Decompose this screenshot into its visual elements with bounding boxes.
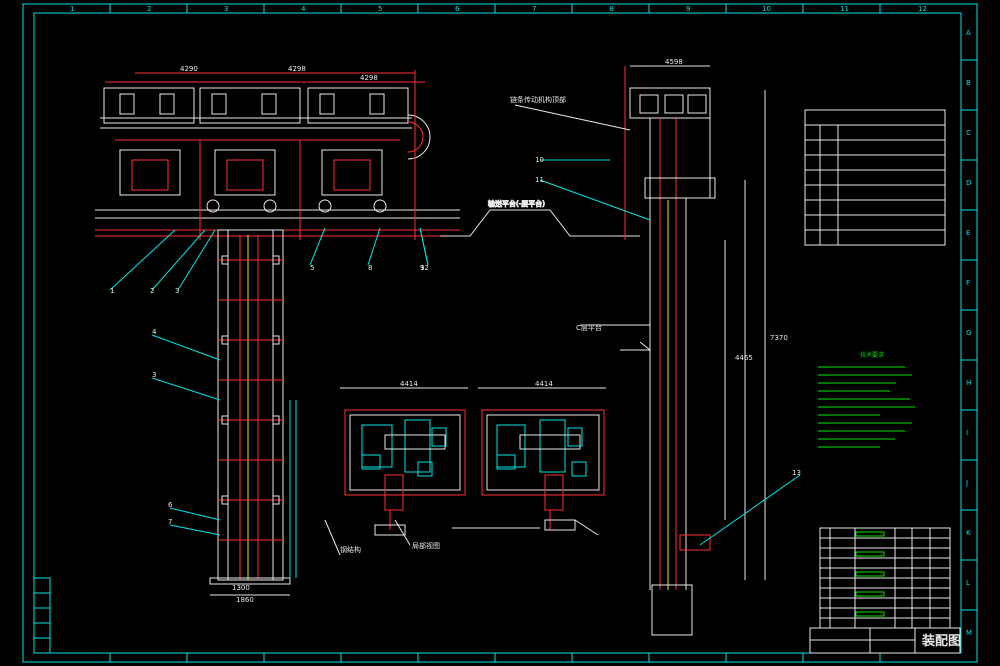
left-stamp-column: [33, 577, 51, 654]
note-label-section: 局部视图: [412, 541, 440, 550]
left-leader-lines: [109, 227, 429, 536]
row-marker: F: [966, 279, 970, 287]
dim-section-b: 4414: [535, 380, 553, 388]
balloon-12: 12: [420, 264, 429, 272]
col-marker: 4: [301, 5, 306, 13]
right-elevation-view: 7370 4465 4598: [624, 58, 788, 636]
title-block-name: 装配图: [921, 633, 961, 649]
balloon-8: 8: [368, 264, 372, 272]
row-marker: M: [966, 629, 972, 637]
balloon-13: 13: [792, 469, 801, 477]
note-level-top: 链条传动机构顶部: [510, 95, 566, 104]
top-machinery-frames: [95, 87, 470, 240]
left-part-balloons: 1 2 3 4 3 5 6 7 8 9: [110, 264, 424, 526]
balloon-7: 7: [168, 518, 172, 526]
col-marker: 2: [147, 5, 151, 13]
col-marker: 8: [609, 5, 613, 13]
row-marker: E: [966, 229, 970, 237]
row-marker: L: [966, 579, 970, 587]
tech-title: 技术要求: [860, 351, 884, 359]
row-marker: A: [966, 29, 971, 37]
col-marker: 12: [918, 5, 927, 13]
col-marker: 10: [762, 5, 771, 13]
row-marker: I: [966, 429, 968, 437]
col-marker: 11: [840, 5, 849, 13]
sheet-inner-border: [33, 12, 962, 654]
balloon-11: 11: [535, 176, 544, 184]
parameter-table: [804, 109, 946, 246]
dim-top-a: 4290: [180, 65, 198, 73]
note-level-mid: 输送平台(-层平台): [488, 199, 545, 208]
technical-requirements: 技术要求: [818, 351, 915, 448]
dim-right-tall: 7370: [770, 334, 788, 342]
row-marker: D: [966, 179, 971, 187]
col-marker: 6: [455, 5, 460, 13]
row-marker: H: [966, 379, 971, 387]
vertical-conveyor-tower: 1300 1860: [209, 229, 297, 604]
balloon-10: 10: [535, 156, 544, 164]
dim-top-b: 4298: [288, 65, 306, 73]
balloon-3b: 3: [152, 371, 156, 379]
row-marker: G: [966, 329, 971, 337]
balloon-4: 4: [152, 328, 157, 336]
col-marker: 5: [378, 5, 382, 13]
dim-bottom-width: 1300: [232, 584, 250, 592]
balloon-2: 2: [150, 287, 154, 295]
note-level-low: C层平台: [576, 323, 602, 332]
dim-top-overall: 4598: [665, 58, 683, 66]
section-view-a: 4414: [340, 380, 468, 536]
section-view-b: 4414: [478, 380, 606, 531]
row-marker: J: [965, 479, 968, 487]
dim-section-a: 4414: [400, 380, 418, 388]
row-marker: K: [966, 529, 971, 537]
dim-top-c: 4298: [360, 74, 378, 82]
row-marker: B: [966, 79, 971, 87]
grade-line: 输送平台(-层平台): [440, 199, 640, 237]
column-marker-ticks: [109, 4, 977, 662]
col-marker: 3: [224, 5, 228, 13]
note-label-bottom: 钢结构: [340, 545, 361, 554]
sheet-outer-border: [22, 3, 978, 663]
col-marker: 1: [70, 5, 74, 13]
right-leader-lines: 链条传动机构顶部 10 11 C层平台 13 12: [419, 95, 801, 546]
row-markers-right: A B C D E F G H I J K L M: [965, 29, 972, 637]
column-markers-top: 1 2 3 4 5 6 7 8 9 10 11 12: [70, 5, 927, 13]
middle-leaders: 钢结构 局部视图: [324, 519, 599, 556]
balloon-9: 9: [420, 264, 424, 272]
title-block: 装配图: [809, 627, 961, 654]
balloon-6: 6: [168, 501, 173, 509]
dim-bottom-width2: 1860: [236, 596, 254, 604]
balloon-5: 5: [310, 264, 314, 272]
balloon-3: 3: [175, 287, 179, 295]
col-marker: 7: [532, 5, 536, 13]
balloon-1: 1: [110, 287, 114, 295]
bom-table: [819, 527, 951, 629]
col-marker: 9: [686, 5, 690, 13]
top-dimensions: 4290 4298 4298: [105, 65, 425, 240]
dim-right-mid: 4465: [735, 354, 753, 362]
row-marker: C: [966, 129, 971, 137]
